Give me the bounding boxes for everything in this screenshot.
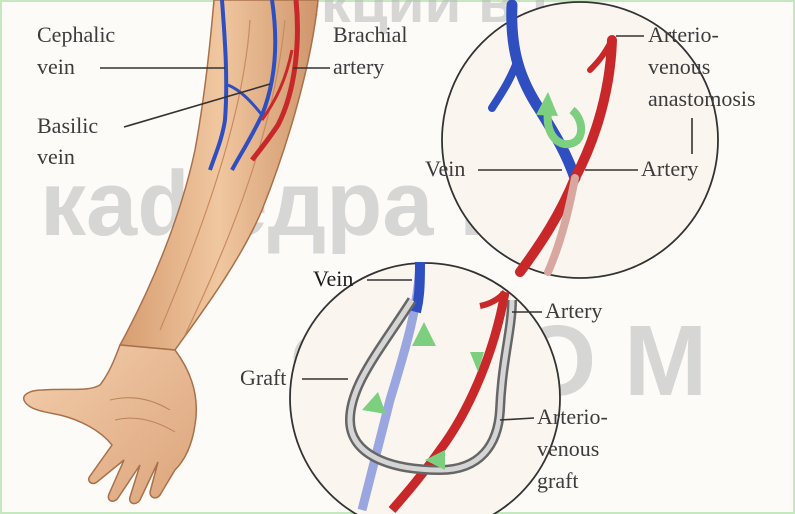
- svg-text:Graft: Graft: [240, 365, 286, 390]
- svg-text:Brachial: Brachial: [333, 22, 408, 47]
- svg-text:artery: artery: [333, 54, 384, 79]
- svg-text:vein: vein: [37, 144, 75, 169]
- svg-text:Cephalic: Cephalic: [37, 22, 115, 47]
- svg-text:Arterio-: Arterio-: [537, 404, 608, 429]
- av-graft-inset: [290, 262, 560, 514]
- svg-text:anastomosis: anastomosis: [648, 86, 756, 111]
- svg-text:Artery: Artery: [641, 156, 698, 181]
- label-cephalic-vein: Cephalic vein: [37, 22, 225, 79]
- svg-text:venous: venous: [648, 54, 710, 79]
- svg-text:Artery: Artery: [545, 298, 602, 323]
- svg-text:Vein: Vein: [425, 156, 465, 181]
- svg-text:vein: vein: [37, 54, 75, 79]
- svg-text:venous: venous: [537, 436, 599, 461]
- svg-text:graft: graft: [537, 468, 579, 493]
- svg-text:Vein: Vein: [313, 266, 353, 291]
- svg-text:Arterio-: Arterio-: [648, 22, 719, 47]
- svg-text:Basilic: Basilic: [37, 113, 98, 138]
